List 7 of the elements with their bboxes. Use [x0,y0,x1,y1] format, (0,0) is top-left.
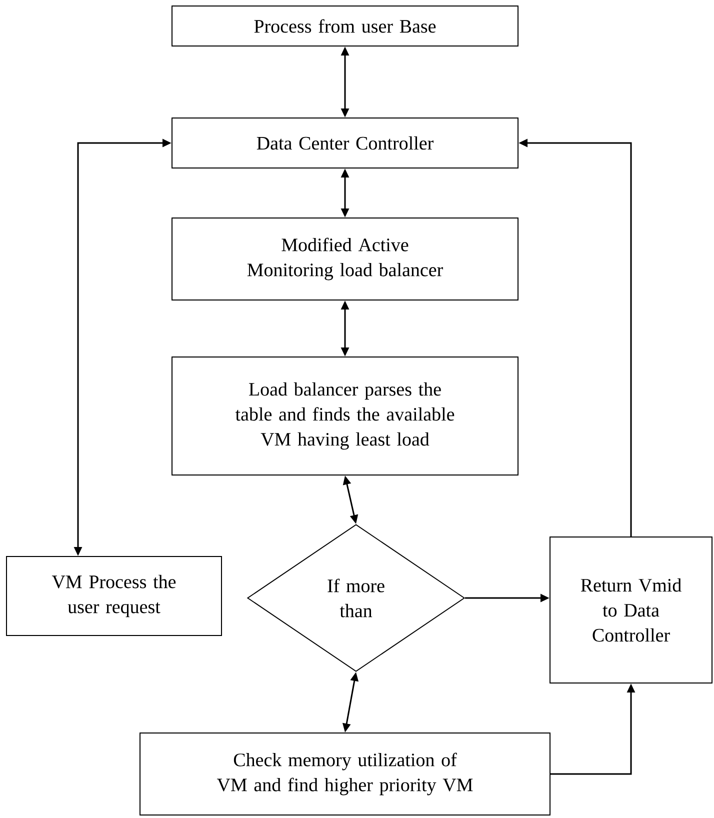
process-box: Modified Active Monitoring load balancer [172,218,518,300]
process-box: VM Process the user request [6,556,222,636]
process-box: Data Center Controller [172,118,518,168]
process-box: Check memory utilization of VM and find higher priority VM [140,732,550,816]
process-box: Return Vmid to Data Controller [550,536,712,684]
process-box: Process from user Base [172,6,518,46]
process-box: Load balancer parses the table and finds the available VM having least load [172,356,518,476]
